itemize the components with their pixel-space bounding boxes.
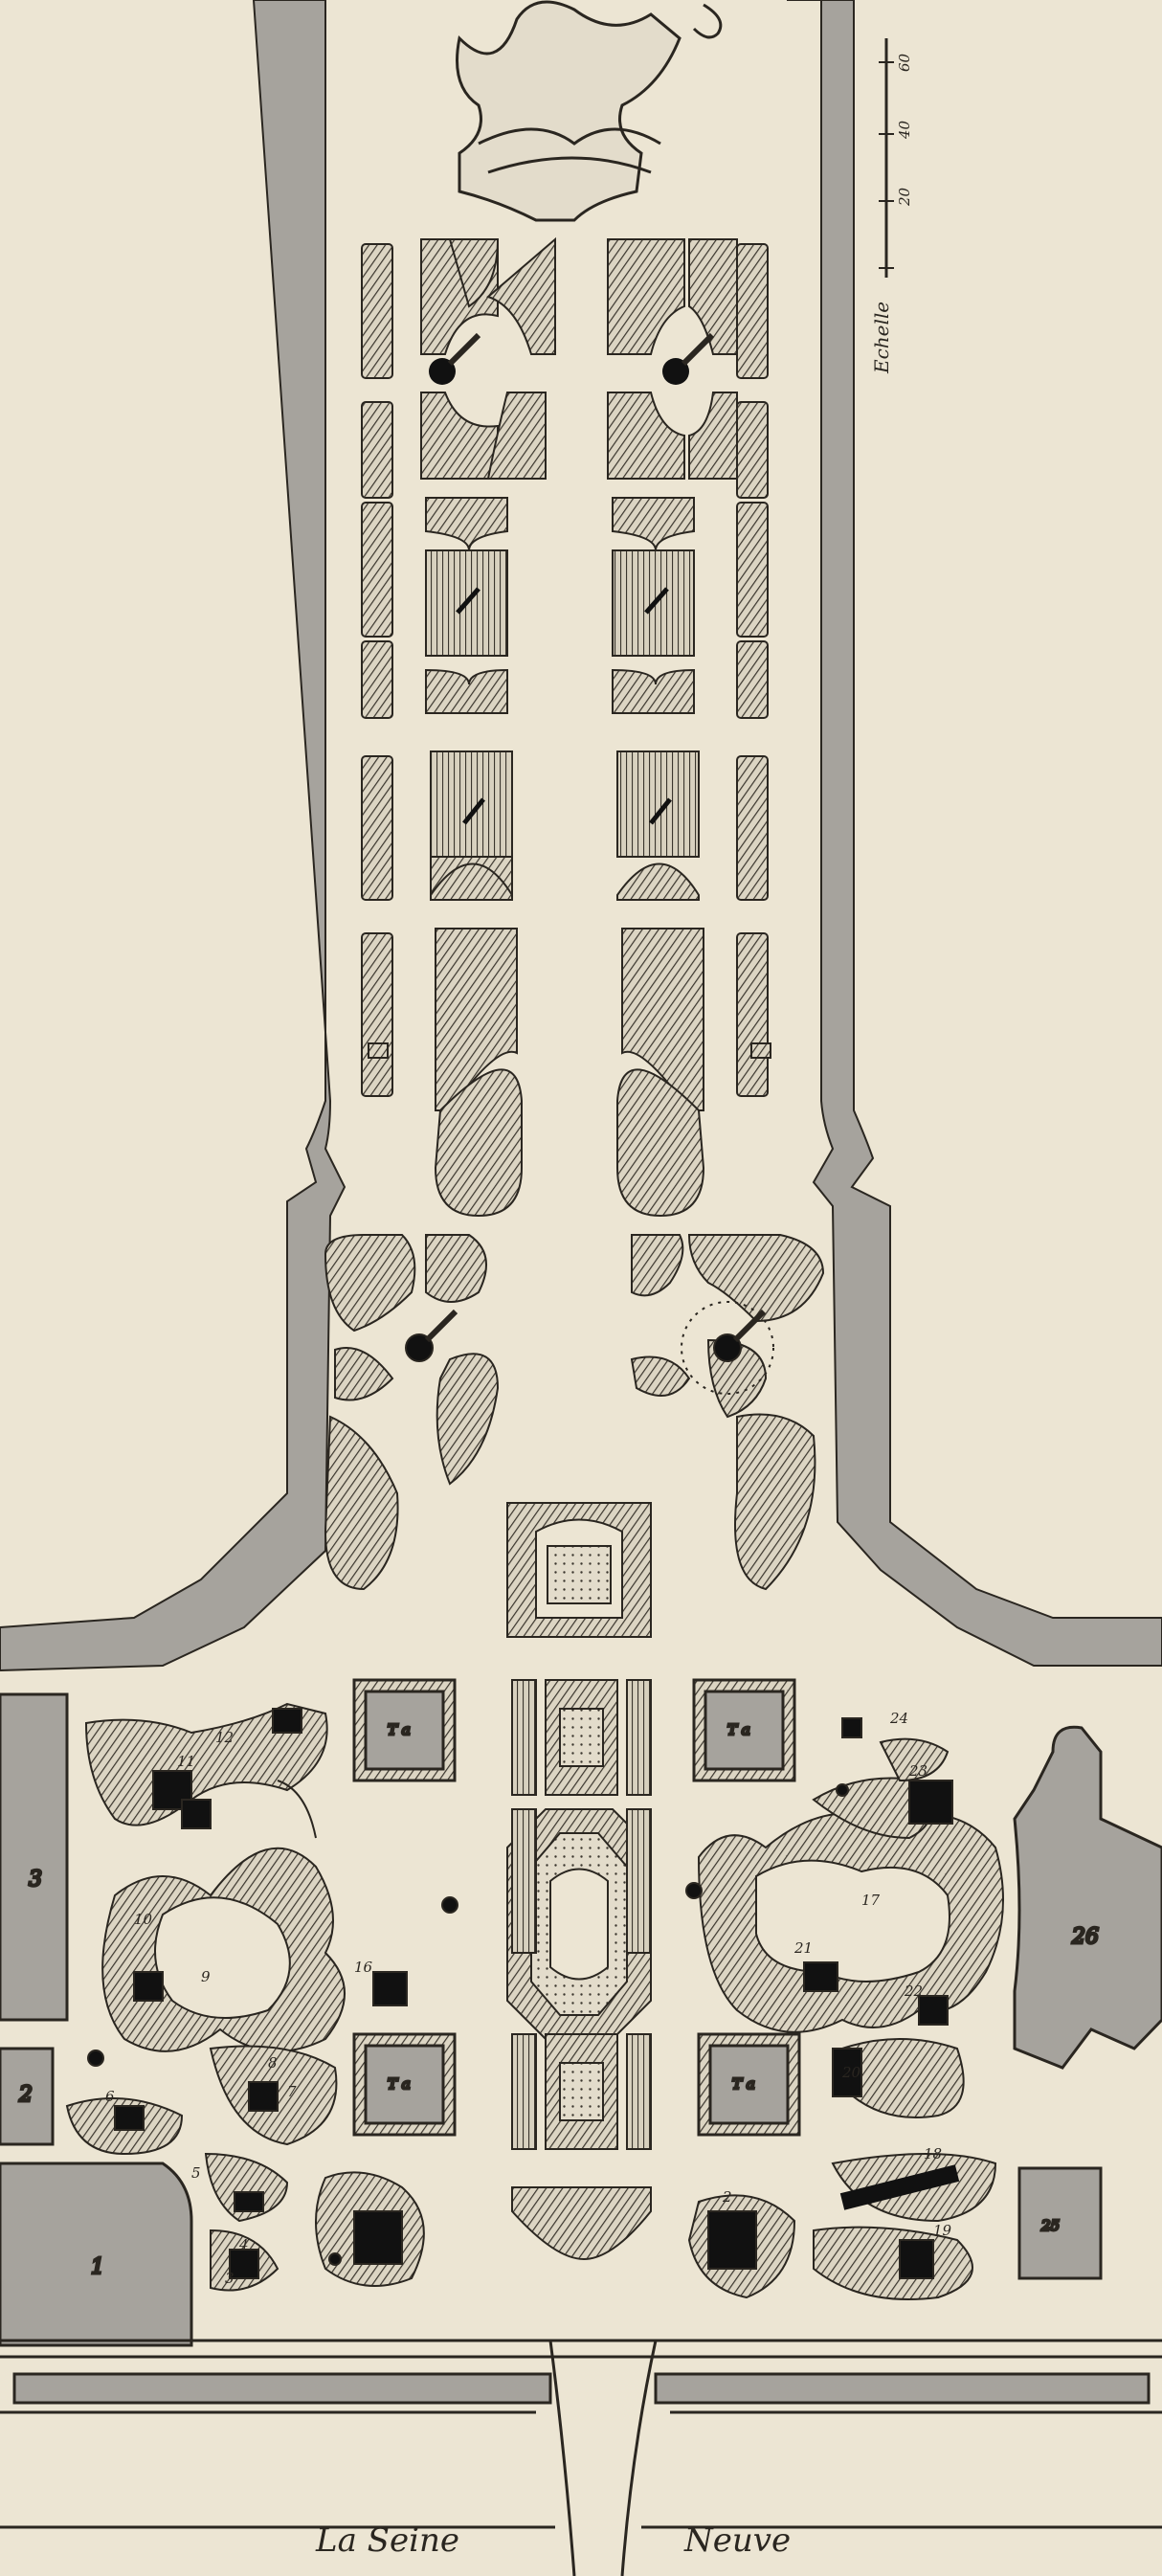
plot-number-6: 6 (105, 2088, 115, 2105)
building-label-26: 26 (1071, 1925, 1099, 1949)
river-label-right: Neuve (683, 2521, 791, 2560)
plot-number-9: 9 (201, 1968, 211, 1985)
pavilion-label-nw: T a (388, 1721, 411, 1738)
central-frame-pavilion (506, 1502, 652, 1638)
plot-number-24: 24 (889, 1710, 908, 1727)
building-label-3: 3 (29, 1868, 42, 1892)
plot-number-25: 25 (1040, 2217, 1060, 2234)
plot-number-8: 8 (268, 2054, 278, 2072)
parterre-row-1 (361, 236, 769, 499)
building-label-1: 1 (91, 2255, 104, 2279)
parterre-row-3 (361, 750, 769, 901)
oval-parterre-right-2 (612, 497, 769, 719)
central-lower-parterres (506, 1679, 652, 2261)
scale-bar: 60 40 20 Echelle (870, 38, 913, 374)
plot-number-22: 22 (904, 1982, 923, 2000)
pavilion-squares: T a T a T a T a (352, 1678, 801, 2137)
pavilion-label-sw: T a (388, 2075, 411, 2093)
river-quay (0, 2339, 1162, 2576)
plot-number-4: 4 (238, 2236, 249, 2253)
scale-label: Echelle (870, 302, 893, 374)
river-label-left: La Seine (315, 2521, 459, 2560)
parterre-row-5 (324, 1234, 825, 1591)
left-buildings: 3 2 1 (0, 1692, 193, 2347)
plot-number-23: 23 (908, 1762, 927, 1780)
pavilion-label-se: T a (732, 2075, 755, 2093)
scale-tick-60: 60 (896, 53, 913, 72)
plot-number-12: 12 (215, 1729, 234, 1746)
boundary-walls (0, 0, 1162, 1672)
parterre-row-4 (361, 928, 771, 1218)
plot-number-20: 20 (841, 2064, 861, 2081)
plot-number-19: 19 (933, 2222, 952, 2239)
plot-number-21: 21 (793, 1939, 813, 1957)
parterre-row-2 (361, 497, 769, 719)
right-building-26: 26 25 (1013, 1725, 1162, 2280)
plot-number-3: 3 (225, 2270, 235, 2287)
plot-number-2: 2 (722, 2188, 732, 2206)
right-landscape-garden (685, 1717, 1004, 2300)
scale-tick-40: 40 (896, 120, 913, 140)
circle-parterre-right-1 (607, 238, 769, 499)
plot-number-7: 7 (287, 2083, 297, 2100)
top-ornament (456, 0, 723, 222)
building-label-2: 2 (18, 2083, 33, 2107)
oval-parterre-left-2 (361, 497, 508, 719)
plot-number-labels: 12 11 10 9 16 8 7 6 5 4 3 2 24 23 21 22 … (105, 1710, 952, 2287)
plot-number-16: 16 (354, 1959, 373, 1976)
plot-number-5: 5 (191, 2164, 201, 2182)
plot-number-18: 18 (924, 2145, 942, 2162)
scale-tick-20: 20 (896, 187, 913, 207)
plot-number-17: 17 (861, 1892, 881, 1909)
pavilion-label-ne: T a (727, 1721, 750, 1738)
left-landscape-garden (65, 1702, 458, 2292)
plot-number-11: 11 (177, 1753, 195, 1770)
circle-parterre-left-1 (361, 236, 556, 499)
plot-number-10: 10 (134, 1911, 153, 1928)
